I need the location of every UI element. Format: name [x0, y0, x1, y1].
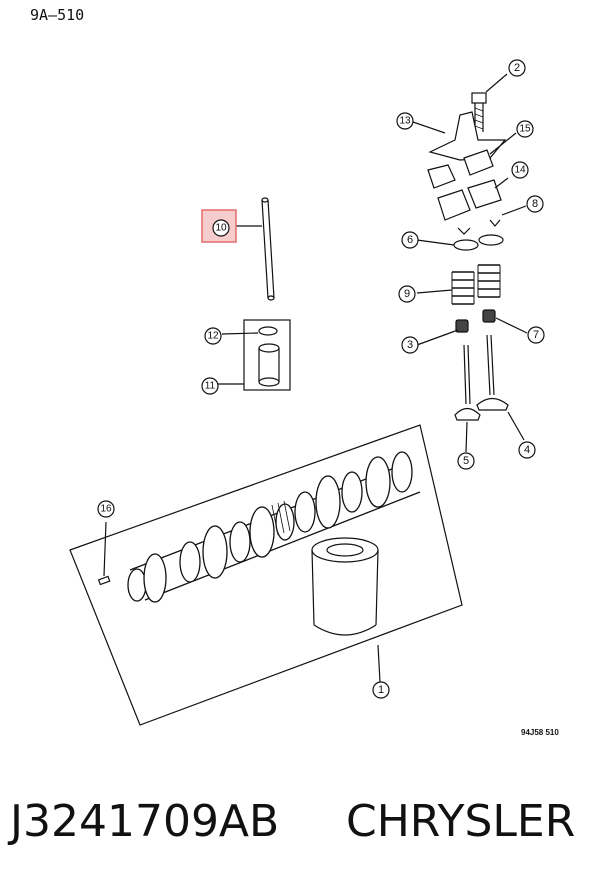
woodruff-key — [97, 575, 111, 586]
callout-2-label: 2 — [514, 62, 520, 74]
callout-13-circle — [396, 112, 414, 130]
pushrod — [261, 197, 275, 301]
callout-6-circle — [401, 231, 419, 249]
callout-1-circle — [372, 681, 390, 699]
callout-group — [97, 59, 545, 699]
valve-spring-right — [477, 264, 501, 298]
callout-3-label: 3 — [407, 339, 413, 351]
callout-12-circle — [204, 327, 222, 345]
callout-11-label: 11 — [205, 381, 216, 392]
callout-9-circle — [398, 285, 416, 303]
callout-7-circle — [527, 326, 545, 344]
intake-valve — [454, 344, 481, 421]
callout-1-label: 1 — [378, 684, 384, 696]
valve-seal-right — [482, 309, 496, 323]
callout-12-label: 12 — [207, 331, 219, 342]
spring-retainer-left — [453, 239, 479, 251]
camshaft — [127, 451, 421, 603]
callout-11-circle — [201, 377, 219, 395]
lifter-clip — [258, 326, 278, 336]
callout-4-label: 4 — [524, 444, 530, 456]
callout-14-circle — [511, 161, 529, 179]
rocker-bridge — [428, 111, 507, 161]
callout-10-circle — [212, 219, 230, 237]
part-number: J3241709AB — [10, 796, 280, 847]
callout-10-label: 10 — [215, 223, 227, 234]
cam-bearing — [311, 537, 379, 636]
manufacturer-name: CHRYSLER — [346, 796, 576, 847]
figure-code: 94J58 510 — [521, 728, 559, 737]
callout-5-circle — [457, 452, 475, 470]
lifter-box — [243, 319, 291, 391]
callout-4-circle — [518, 441, 536, 459]
valve-seal-left — [455, 319, 469, 333]
callout-7-label: 7 — [533, 329, 539, 341]
valve-keeper-right — [489, 219, 501, 227]
callout-16-circle — [97, 500, 115, 518]
valve-spring-left — [451, 271, 475, 305]
callout-2-circle — [508, 59, 526, 77]
valve-keeper-left — [457, 227, 471, 235]
callout-15-circle — [516, 120, 534, 138]
callout-9-label: 9 — [404, 288, 410, 300]
callout-13-label: 13 — [399, 116, 411, 127]
callout-8-label: 8 — [532, 198, 538, 210]
lifter — [258, 343, 280, 387]
callout-16-label: 16 — [100, 504, 112, 515]
callout-15-label: 15 — [519, 124, 531, 135]
page-code: 9A–510 — [30, 6, 85, 24]
rocker-arm-left — [427, 164, 471, 221]
exhaust-valve — [476, 334, 509, 411]
callout-6-label: 6 — [407, 234, 413, 246]
callout-3-circle — [401, 336, 419, 354]
callout-5-label: 5 — [463, 455, 469, 467]
callout-14-label: 14 — [514, 165, 526, 176]
camshaft-frame — [69, 424, 463, 726]
callout-8-circle — [526, 195, 544, 213]
rocker-arm-right — [463, 149, 502, 209]
spring-retainer-right — [478, 234, 504, 246]
